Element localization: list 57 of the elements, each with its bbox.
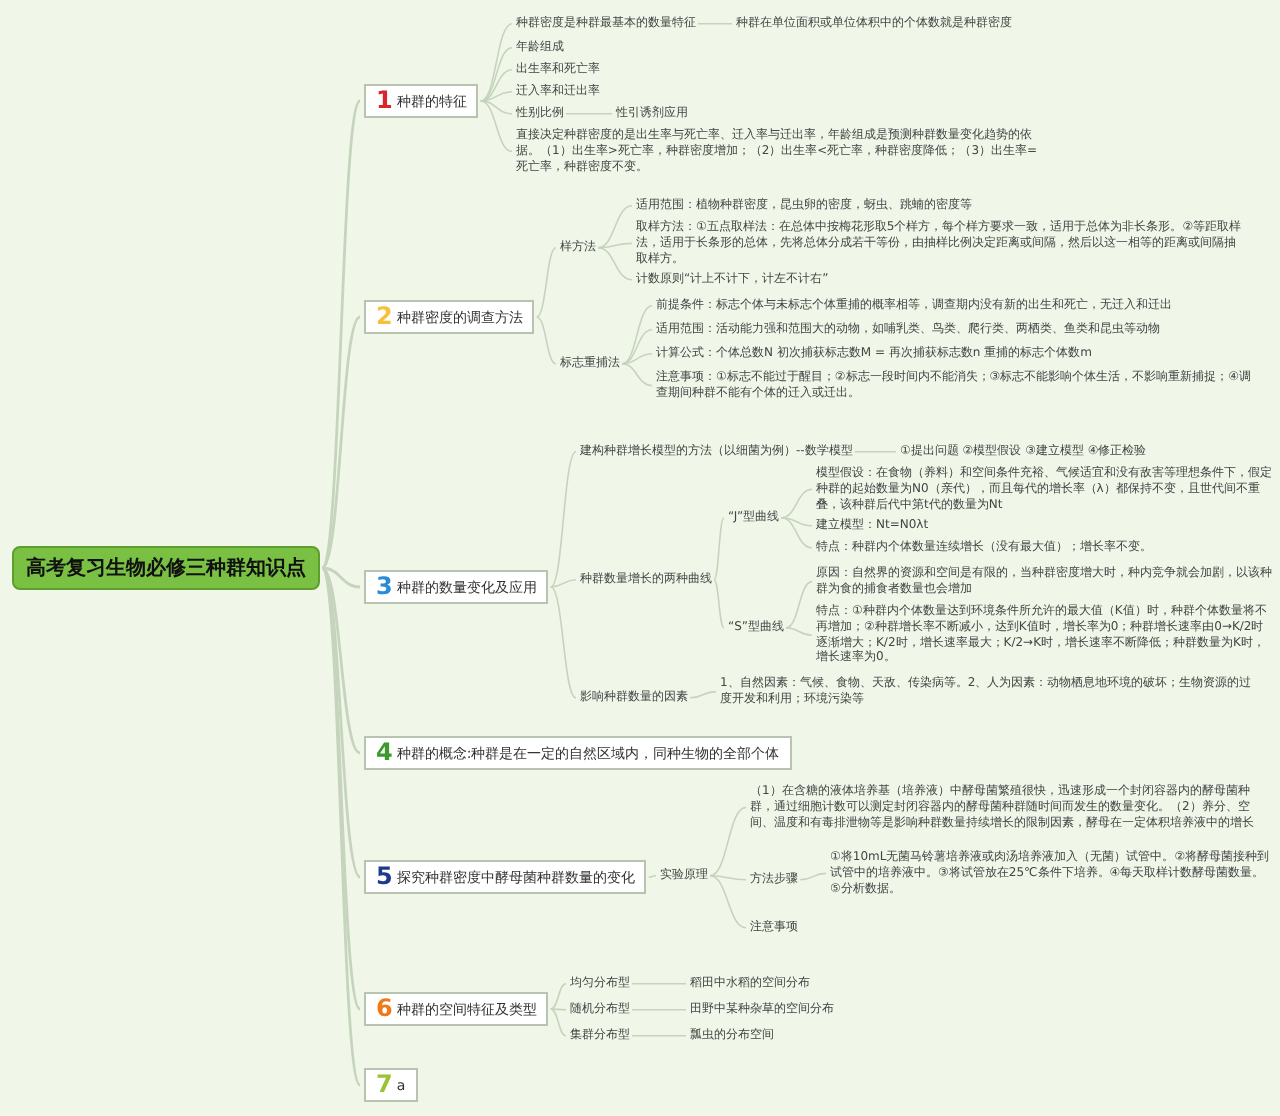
section-number: 1 — [376, 88, 393, 114]
connector-line — [697, 23, 733, 25]
connector-line — [631, 1035, 687, 1037]
connector-line — [535, 247, 557, 318]
connector-line — [549, 1008, 567, 1011]
connector-line — [549, 586, 577, 699]
connector-line — [597, 205, 633, 249]
connector-line — [565, 113, 613, 115]
connector-line — [321, 566, 361, 589]
connector-line — [320, 316, 362, 569]
connector-line — [853, 451, 897, 453]
connector-line — [549, 1008, 567, 1037]
connector-line — [479, 91, 513, 102]
section-number: 7 — [376, 1072, 393, 1098]
topic-box — [364, 570, 549, 604]
topic-box — [364, 1068, 418, 1102]
topic-box — [364, 84, 479, 118]
connector-line — [621, 353, 653, 365]
section-number: 5 — [376, 864, 393, 890]
connector-line — [631, 983, 687, 985]
connector-line — [479, 100, 513, 153]
connector-line — [780, 488, 813, 519]
section-number: 6 — [376, 996, 393, 1022]
connector-line — [799, 872, 827, 881]
connector-line — [647, 875, 657, 878]
connector-line — [785, 627, 813, 636]
connector-line — [479, 100, 513, 115]
connector-line — [479, 23, 513, 102]
root-topic-box: 高考复习生物必修三种群知识点 — [12, 546, 320, 590]
connector-line — [785, 580, 813, 629]
connector-line — [321, 566, 361, 755]
topic-box — [364, 736, 792, 770]
topic-box — [364, 860, 647, 894]
connector-line — [713, 517, 725, 581]
connector-line — [549, 451, 577, 588]
connector-line — [621, 363, 653, 387]
connector-line — [713, 579, 725, 629]
section-number: 2 — [376, 304, 393, 330]
connector-line — [597, 242, 633, 249]
connector-line — [709, 875, 747, 881]
connector-line — [631, 1009, 687, 1011]
topic-box — [364, 992, 549, 1026]
section-number: 3 — [376, 574, 393, 600]
connector-line — [709, 806, 747, 877]
connector-line — [549, 983, 567, 1010]
connector-line — [535, 316, 557, 365]
connector-line — [549, 579, 577, 588]
connector-line — [597, 247, 633, 281]
connector-line — [320, 100, 362, 569]
connector-line — [709, 875, 747, 929]
section-number: 4 — [376, 740, 393, 766]
connector-line — [780, 517, 813, 549]
connector-line — [780, 517, 813, 527]
connector-line — [621, 305, 653, 365]
connector-line — [689, 690, 717, 699]
connector-line — [621, 329, 653, 365]
topic-box — [364, 300, 535, 334]
